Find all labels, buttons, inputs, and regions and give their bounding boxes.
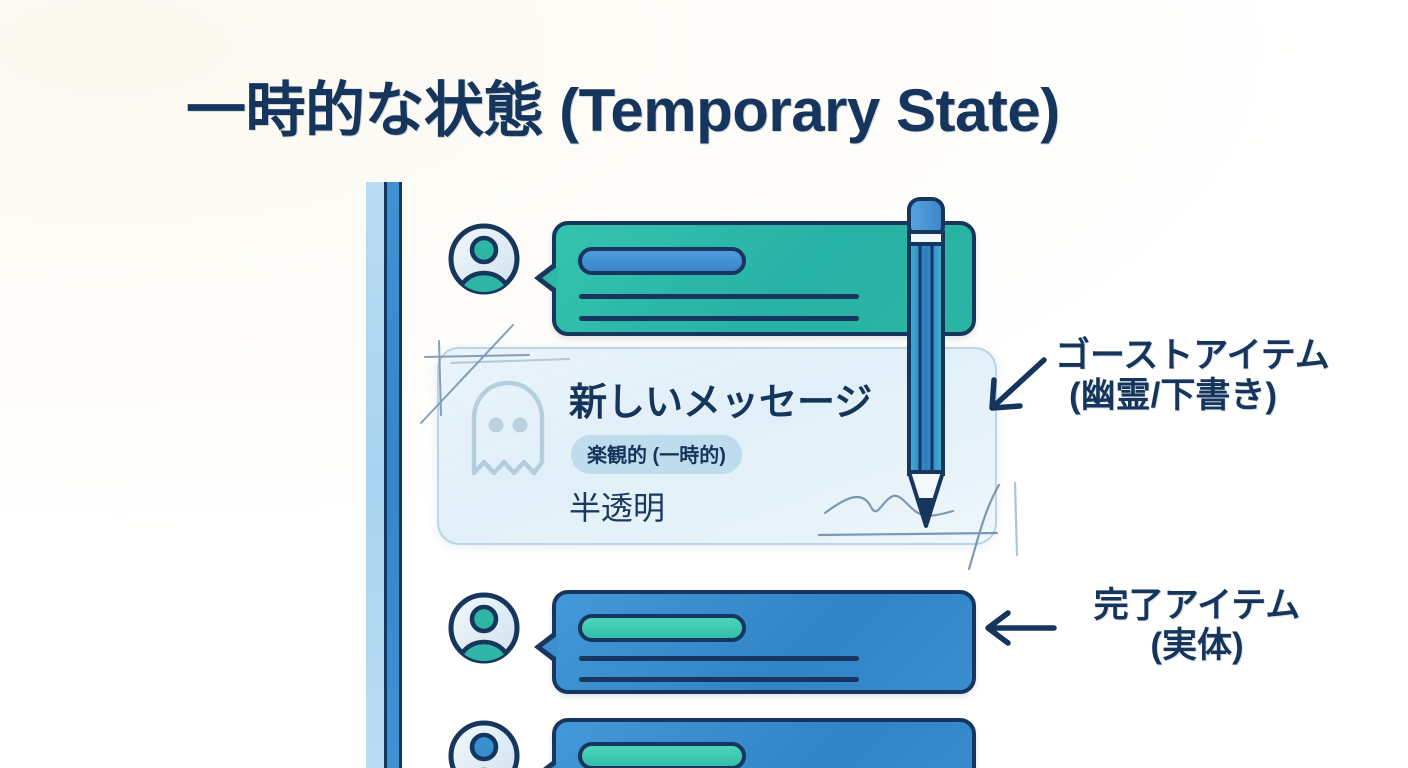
- ghost-annotation-line1: ゴーストアイテム: [1055, 336, 1330, 375]
- message-highlight-pill: [578, 247, 746, 275]
- message-text-line: [579, 677, 859, 682]
- arrow-down-left-icon: [984, 356, 1048, 412]
- arrow-left-icon: [980, 608, 1058, 648]
- avatar: [446, 221, 522, 297]
- message-bubble[interactable]: [534, 590, 976, 694]
- list-item[interactable]: [446, 718, 976, 768]
- message-highlight-pill: [578, 742, 746, 768]
- ghost-annotation-line2: (幽霊/下書き): [1069, 375, 1278, 415]
- ghost-annotation: ゴーストアイテム (幽霊/下書き): [1055, 336, 1330, 416]
- message-bubble[interactable]: [534, 221, 976, 336]
- avatar: [446, 718, 522, 768]
- message-highlight-pill: [578, 614, 746, 642]
- entity-annotation-line2: (実体): [1150, 625, 1244, 665]
- page-title: 一時的な状態 (Temporary State): [186, 77, 1060, 144]
- ghost-draft-card[interactable]: 新しいメッセージ 楽観的 (一時的) 半透明: [420, 324, 1019, 571]
- ghost-card-subtitle: 半透明: [569, 490, 666, 526]
- entity-annotation-line1: 完了アイテム: [1093, 586, 1301, 625]
- message-text-line: [579, 656, 859, 661]
- rail-dark-band: [384, 182, 402, 768]
- list-item[interactable]: [446, 590, 976, 694]
- list-item[interactable]: [446, 221, 976, 336]
- ghost-icon: [462, 377, 554, 481]
- message-text-line: [579, 294, 859, 299]
- rail-light-band: [366, 182, 384, 768]
- list-left-rail: [366, 182, 402, 768]
- message-bubble[interactable]: [534, 718, 976, 768]
- entity-annotation: 完了アイテム (実体): [1072, 586, 1322, 666]
- pencil-icon: [903, 196, 949, 536]
- ghost-card-title: 新しいメッセージ: [569, 382, 873, 424]
- avatar: [446, 590, 522, 666]
- message-text-line: [579, 316, 859, 321]
- status-badge: 楽観的 (一時的): [571, 435, 742, 474]
